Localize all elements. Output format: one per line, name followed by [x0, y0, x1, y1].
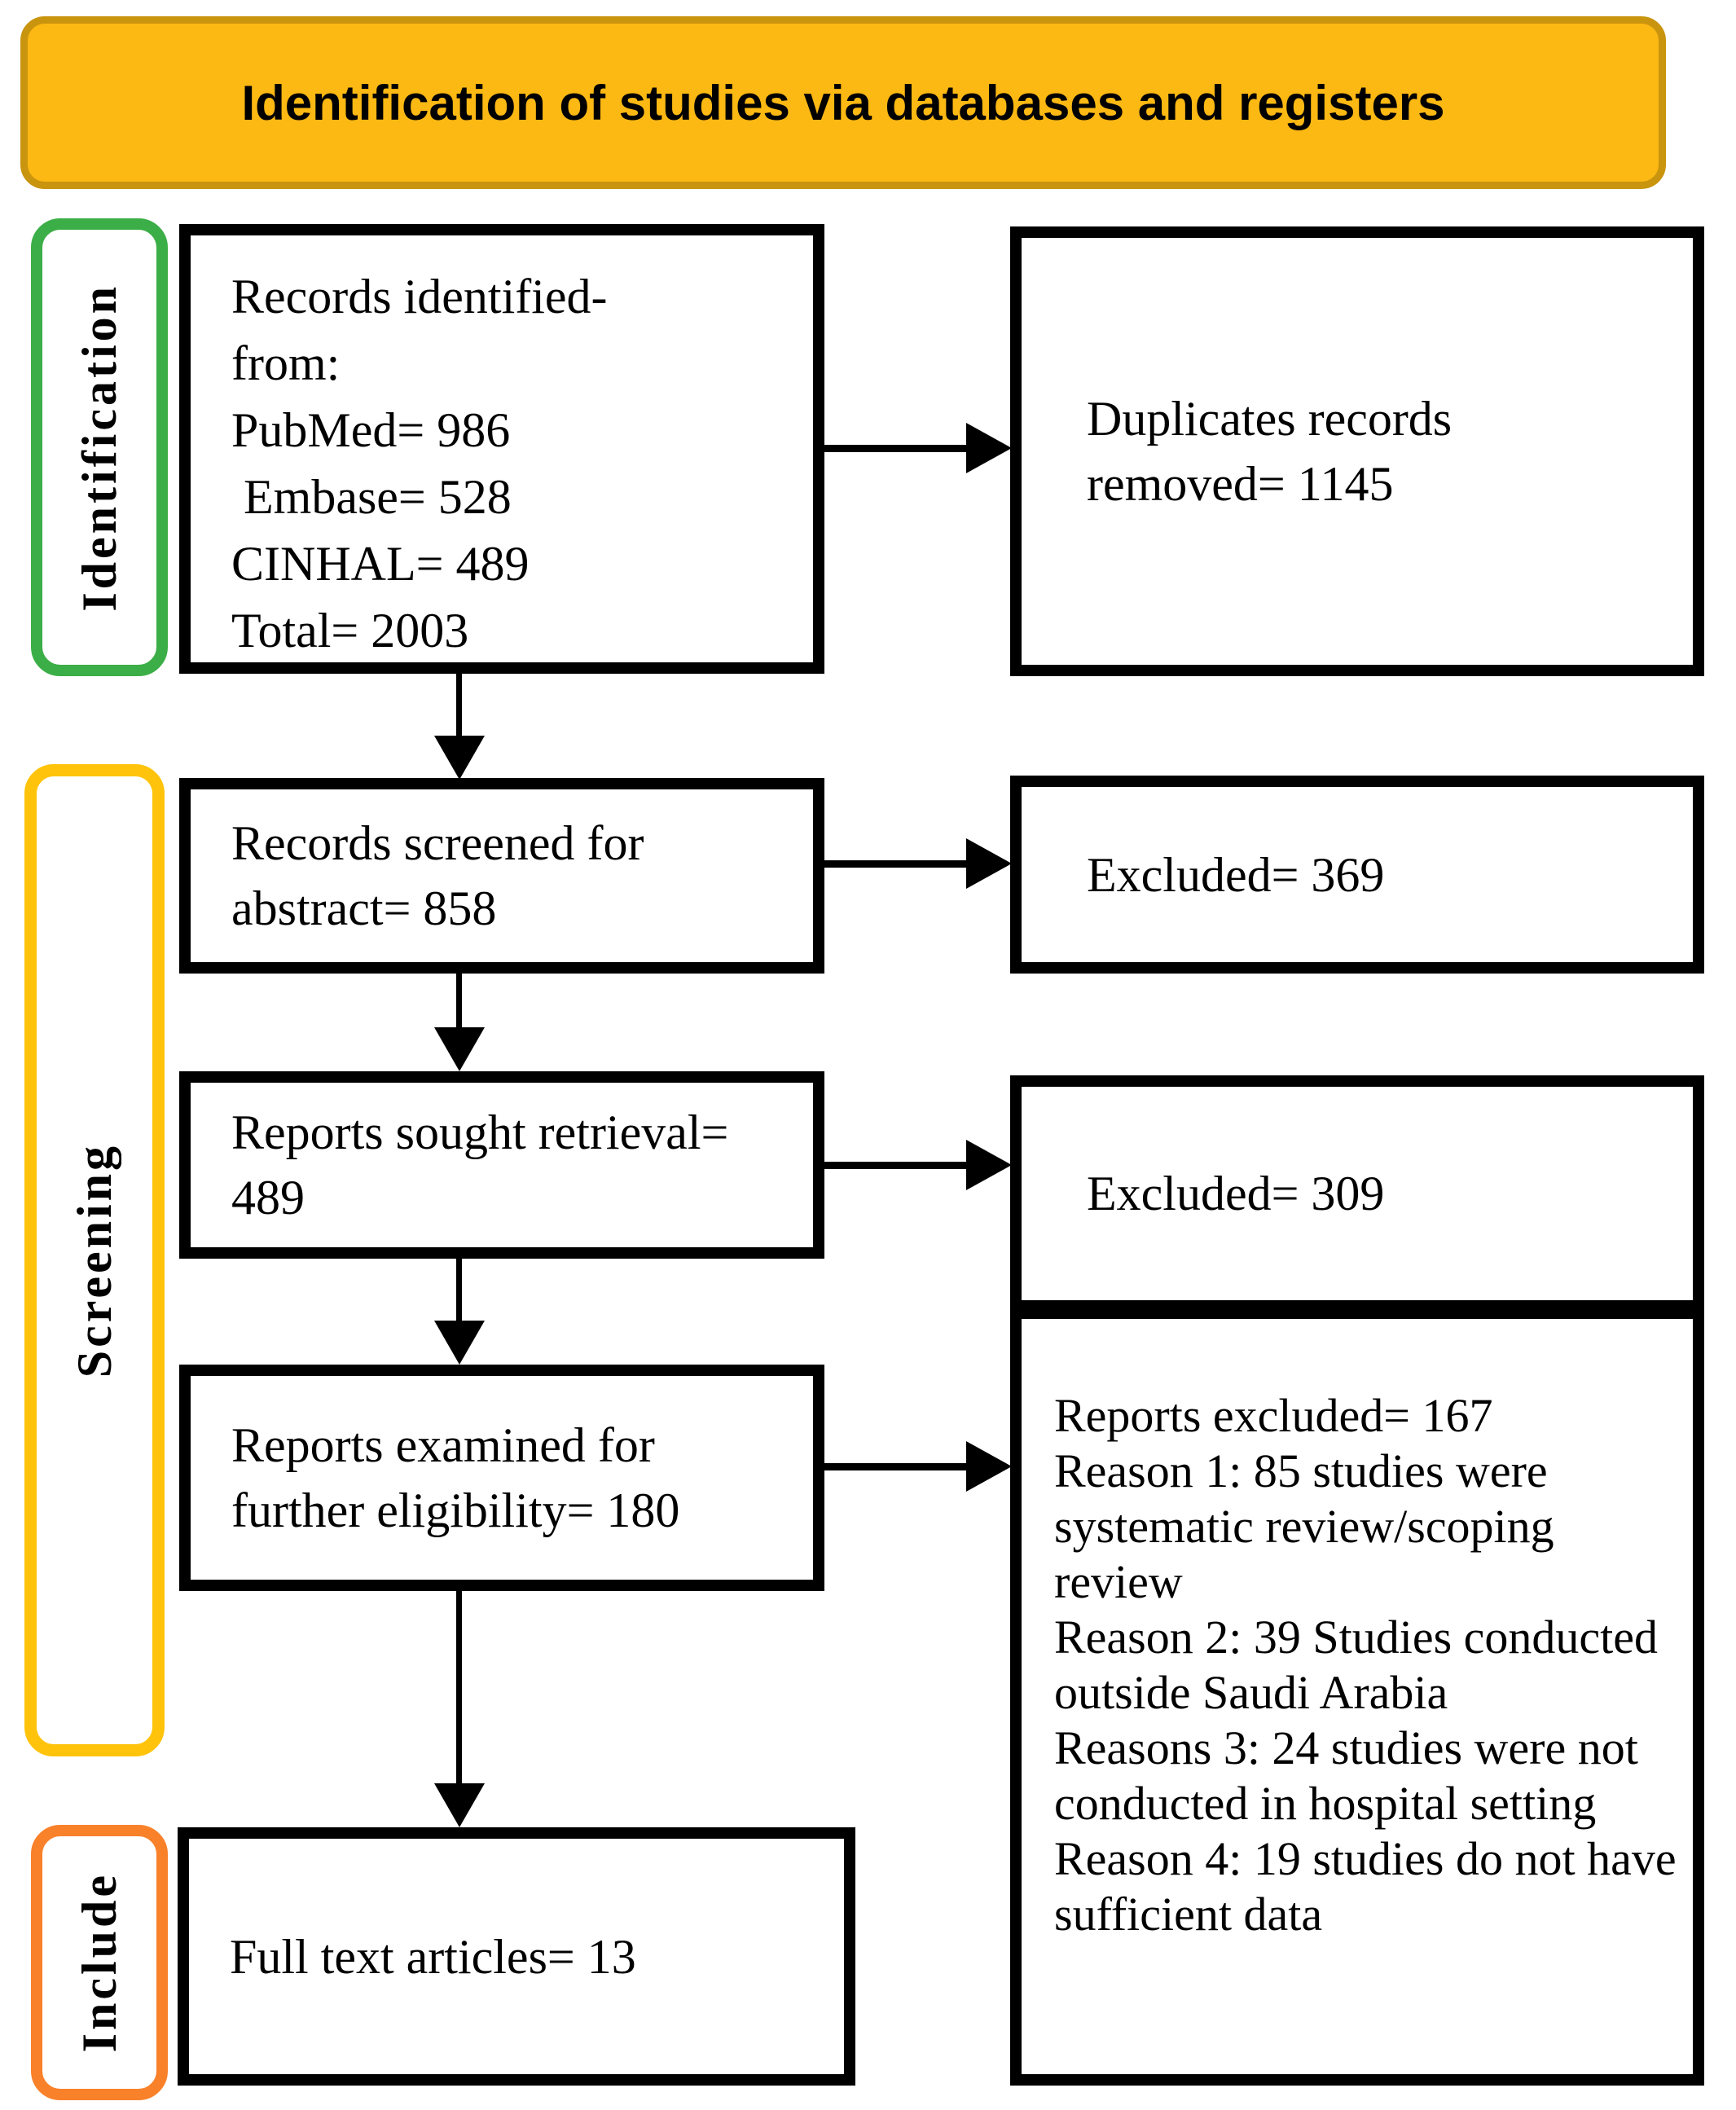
arrow-stem [824, 860, 968, 868]
stage-label-screening: Screening [67, 1142, 121, 1378]
arrow-right-icon [966, 423, 1012, 473]
box-reports-examined: Reports examined for further eligibility… [179, 1365, 824, 1591]
box-excluded-369: Excluded= 369 [1010, 776, 1704, 974]
arrow-down-icon [434, 1321, 485, 1365]
arrow-stem [456, 974, 462, 1029]
arrow-stem [824, 1162, 968, 1169]
arrow-down-icon [434, 736, 485, 780]
stage-label-identification: Identification [72, 283, 126, 612]
box-records-identified: Records identified- from: PubMed= 986 Em… [179, 224, 824, 674]
arrow-stem [456, 674, 462, 737]
stage-rail-include: Include [31, 1825, 168, 2100]
box-excluded-309: Excluded= 309 [1010, 1075, 1704, 1312]
arrow-stem [456, 1259, 462, 1322]
arrow-stem [824, 1463, 968, 1470]
arrow-stem [456, 1591, 462, 1785]
arrow-right-icon [966, 1140, 1012, 1190]
stage-rail-identification: Identification [31, 218, 168, 676]
arrow-down-icon [434, 1783, 485, 1827]
stage-label-include: Include [72, 1872, 126, 2053]
title-banner: Identification of studies via databases … [20, 16, 1666, 189]
box-reports-excluded-reasons: Reports excluded= 167 Reason 1: 85 studi… [1010, 1308, 1704, 2086]
arrow-stem [824, 445, 968, 452]
box-full-text-articles: Full text articles= 13 [178, 1827, 855, 2086]
box-reports-sought: Reports sought retrieval= 489 [179, 1071, 824, 1259]
box-records-screened: Records screened for abstract= 858 [179, 778, 824, 974]
arrow-right-icon [966, 838, 1012, 889]
box-duplicates-removed: Duplicates records removed= 1145 [1010, 226, 1704, 676]
arrow-down-icon [434, 1027, 485, 1071]
diagram-title: Identification of studies via databases … [241, 75, 1445, 130]
arrow-right-icon [966, 1441, 1012, 1492]
stage-rail-screening: Screening [24, 764, 165, 1756]
